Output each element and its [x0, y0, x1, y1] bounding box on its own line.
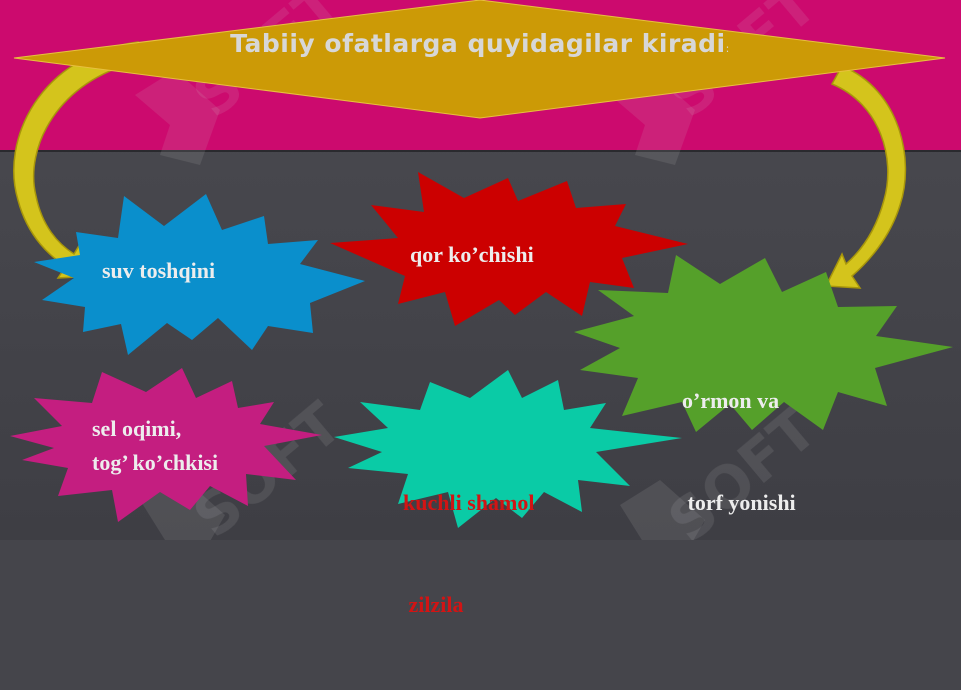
- magenta-burst: [10, 368, 322, 522]
- page-title-text: Tabiiy ofatlarga quyidagilar kiradi: [230, 29, 726, 58]
- slide-artwork: SOFT SOFT SOFT SOFT: [10, 0, 953, 540]
- red-burst: [330, 172, 688, 326]
- label-red-burst: qor ko’chishi: [410, 238, 534, 272]
- blue-burst: [34, 194, 365, 355]
- label-line: zilzila: [403, 592, 464, 617]
- label-line: suv toshqini: [102, 258, 216, 283]
- label-line: o’rmon va: [682, 388, 780, 413]
- watermark-logos: [135, 70, 705, 540]
- green-burst: [574, 255, 953, 432]
- slide: SOFT SOFT SOFT SOFT Tabiiy ofatlarga quy…: [0, 0, 961, 617]
- label-line: sel oqimi,: [92, 416, 182, 441]
- page-title: Tabiiy ofatlarga quyidagilar kiradi:: [200, 28, 760, 64]
- label-line: tog’ ko’chkisi: [92, 450, 219, 475]
- teal-burst: [334, 370, 682, 528]
- label-line: qor ko’chishi: [410, 242, 534, 267]
- label-blue-burst: suv toshqini: [102, 254, 215, 288]
- label-magenta-burst: sel oqimi, tog’ ko’chkisi: [92, 412, 218, 480]
- page-title-colon: :: [725, 42, 730, 55]
- label-teal-burst: kuchli shamol zilzila: [403, 418, 534, 690]
- title-banner: [13, 0, 946, 119]
- label-green-burst: o’rmon va torf yonishi: [682, 316, 796, 588]
- label-line: torf yonishi: [682, 490, 796, 515]
- right-curved-arrow: [824, 65, 907, 289]
- label-line: kuchli shamol: [403, 490, 535, 515]
